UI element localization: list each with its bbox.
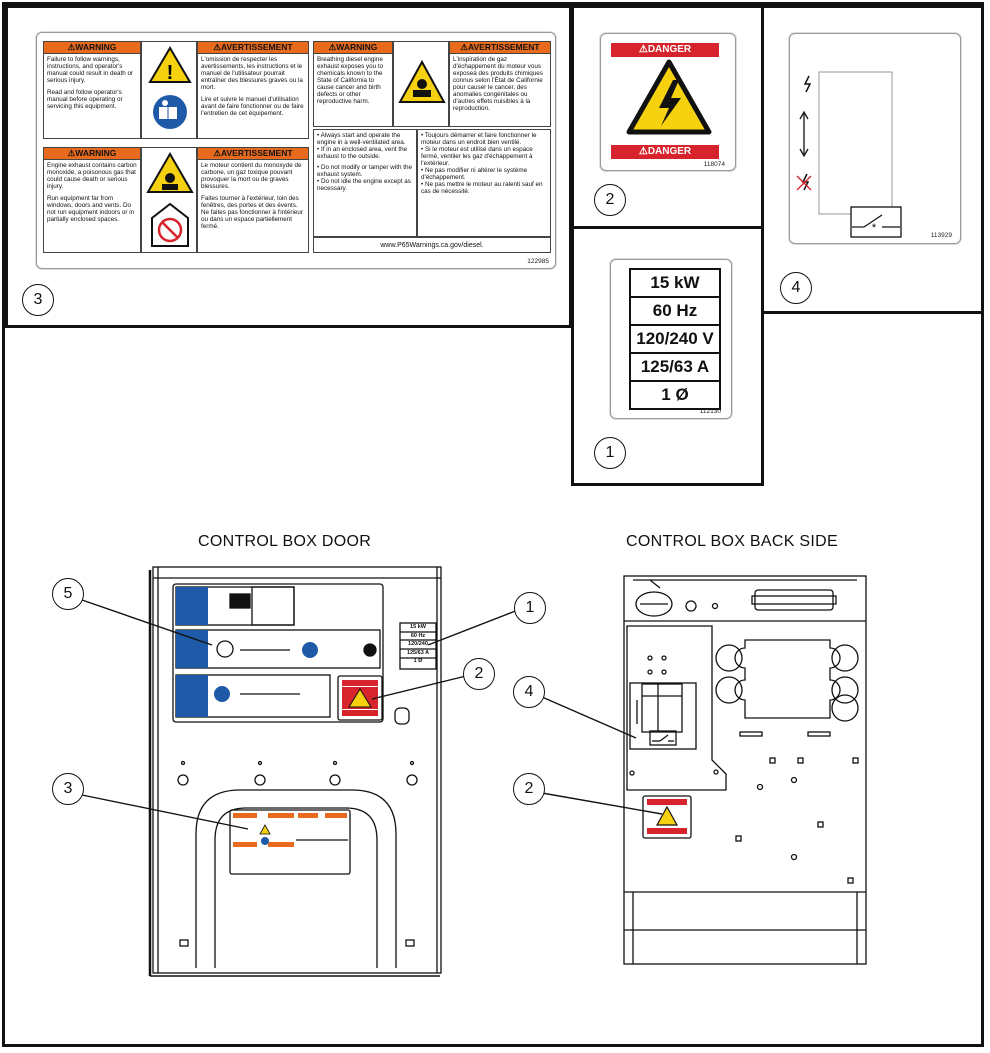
avertissement-label: AVERTISSEMENT <box>220 148 293 158</box>
mini-rating-row: 60 Hz <box>410 632 426 639</box>
mini-rating-decal: 15 kW 60 Hz 120/240 125/63 A 1 Ø <box>400 623 436 666</box>
divider-line <box>761 311 984 314</box>
warning-text: Failure to follow warnings, instructions… <box>47 56 134 84</box>
panel-switch-decal: * 113929 4 <box>761 5 984 314</box>
warning-list-item: • Do not modify or tamper with the exhau… <box>317 164 412 178</box>
p65-url-text: www.P65Warnings.ca.gov/diesel. <box>380 242 484 249</box>
warning-text: Faites tourner à l'extérieur, loin des f… <box>201 195 304 230</box>
warning-label: WARNING <box>75 42 117 52</box>
rating-phase: 1 Ø <box>661 385 689 404</box>
warning-list-item: • If in an enclosed area, vent the exhau… <box>317 146 408 160</box>
warning-list-item: • Si le moteur est utilisé dans un espac… <box>421 146 533 167</box>
warning-icons-p65 <box>393 41 449 127</box>
avertissement-label: AVERTISSEMENT <box>220 42 293 52</box>
mini-rating-row: 15 kW <box>410 624 426 630</box>
callout-1: 1 <box>594 437 626 469</box>
warning-triangle-icon: ⚠ <box>328 42 337 52</box>
mini-rating-row: 120/240 <box>408 641 428 647</box>
warning-triangle-icon: ⚠ <box>213 42 221 52</box>
caption-control-box-door: CONTROL BOX DOOR <box>198 533 372 550</box>
warning-text: Engine exhaust contains carbon monoxide,… <box>47 162 137 190</box>
warning-triangle-icon: ⚠ <box>638 44 648 55</box>
danger-decal: ⚠DANGER ⚠DANGER 118074 <box>600 33 736 171</box>
part-number: 118074 <box>703 161 725 168</box>
warning-cell-p65-fr: ⚠AVERTISSEMENT L'inspiration de gaz d'éc… <box>449 41 551 127</box>
part-number: 113929 <box>930 232 952 239</box>
panel-rating-decal: 15 kW 60 Hz 120/240 V 125/63 A 1 Ø 11213… <box>571 226 764 486</box>
danger-header: ⚠DANGER <box>611 43 719 57</box>
warning-text: Le moteur contient du monoxyde de carbon… <box>201 162 302 190</box>
warning-text: L'inspiration de gaz d'échappement du mo… <box>453 56 543 112</box>
rating-voltage: 120/240 V <box>631 326 719 354</box>
warning-list-fr: • Toujours démarrer et faire fonctionner… <box>417 129 551 237</box>
danger-footer: ⚠DANGER <box>611 145 719 159</box>
rating-table: 15 kW 60 Hz 120/240 V 125/63 A 1 Ø <box>629 268 721 410</box>
callout-4: 4 <box>513 676 545 708</box>
warning-cell-co-fr: ⚠AVERTISSEMENT Le moteur contient du mon… <box>197 147 309 253</box>
part-number: 112130 <box>699 408 721 415</box>
p65-url: www.P65Warnings.ca.gov/diesel. <box>313 237 551 253</box>
callout-1: 1 <box>514 592 546 624</box>
electric-shock-icon <box>626 59 712 135</box>
warning-text: L'omission de respecter les avertissemen… <box>201 56 303 91</box>
warning-icons-co <box>141 147 197 253</box>
callout-4: 4 <box>780 272 812 304</box>
rating-power: 15 kW <box>631 270 719 298</box>
warning-triangle-icon: ⚠ <box>67 148 76 158</box>
warning-cell-p65-en: ⚠WARNING Breathing diesel engine exhaust… <box>313 41 393 127</box>
mini-rating-row: 1 Ø <box>413 658 423 664</box>
avertissement-label: AVERTISSEMENT <box>467 42 540 52</box>
warning-cell-manual-en: ⚠WARNING Failure to follow warnings, ins… <box>43 41 141 139</box>
callout-2: 2 <box>463 658 495 690</box>
warning-list-en: • Always start and operate the engine in… <box>313 129 417 237</box>
warning-triangle-icon: ⚠ <box>67 42 76 52</box>
warning-triangle-icon: ⚠ <box>213 148 221 158</box>
warning-list-item: • Ne pas modifier ni altérer le système … <box>421 167 528 181</box>
warning-list-item: • Toujours démarrer et faire fonctionner… <box>421 132 537 146</box>
warning-decal: ⚠WARNING Failure to follow warnings, ins… <box>36 32 556 269</box>
svg-text:!: ! <box>167 62 174 84</box>
callout-5: 5 <box>52 578 84 610</box>
warning-triangle-icon: ⚠ <box>638 146 648 157</box>
warning-text: Run equipment far from windows, doors an… <box>47 195 135 223</box>
warning-icons-manual: ! <box>141 41 197 139</box>
exhaust-hazard-icon <box>146 152 194 247</box>
warning-cell-co-en: ⚠WARNING Engine exhaust contains carbon … <box>43 147 141 253</box>
callout-3: 3 <box>22 284 54 316</box>
warning-cell-manual-fr: ⚠AVERTISSEMENT L'omission de respecter l… <box>197 41 309 139</box>
warning-text: Lire et suivre le manuel d'utilisation a… <box>201 96 304 117</box>
warning-text: Breathing diesel engine exhaust exposes … <box>317 56 384 105</box>
rating-decal: 15 kW 60 Hz 120/240 V 125/63 A 1 Ø 11213… <box>610 259 732 419</box>
mini-rating-row: 125/63 A <box>406 649 430 656</box>
callout-2: 2 <box>594 184 626 216</box>
breathing-hazard-icon <box>398 59 446 103</box>
warning-label: WARNING <box>75 148 117 158</box>
warning-text: Read and follow operator's manual before… <box>47 89 123 110</box>
part-number: 122985 <box>527 258 549 265</box>
panel-warning-decal: ⚠WARNING Failure to follow warnings, ins… <box>5 5 572 328</box>
svg-text:*: * <box>872 222 877 234</box>
warning-triangle-icon: ⚠ <box>460 42 468 52</box>
switch-symbols: * <box>796 71 902 238</box>
caption-control-box-back-side: CONTROL BOX BACK SIDE <box>626 533 838 550</box>
warning-list-item: • Do not idle the engine except as neces… <box>317 178 411 192</box>
panel-danger-decal: ⚠DANGER ⚠DANGER 118074 2 <box>571 5 764 229</box>
warning-label: WARNING <box>336 42 378 52</box>
callout-3: 3 <box>52 773 84 805</box>
warning-list-item: • Always start and operate the engine in… <box>317 132 406 146</box>
warning-list-item: • Ne pas mettre le moteur au ralenti sau… <box>421 181 543 195</box>
rating-frequency: 60 Hz <box>631 298 719 326</box>
rating-current: 125/63 A <box>631 354 719 382</box>
switch-decal: * 113929 <box>789 33 961 244</box>
callout-2: 2 <box>513 773 545 805</box>
read-manual-icon: ! <box>148 46 192 129</box>
